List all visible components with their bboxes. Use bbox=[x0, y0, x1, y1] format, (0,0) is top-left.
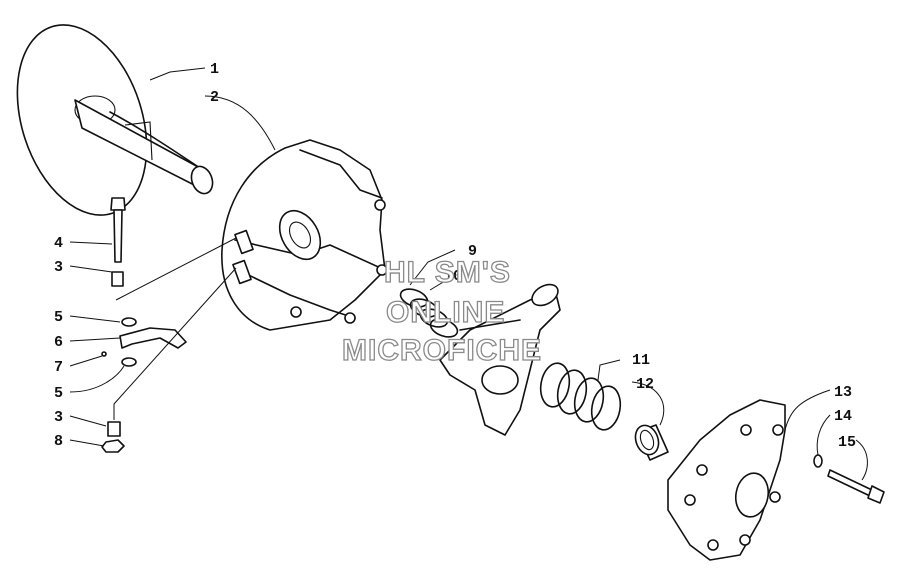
part-5-washer-lower bbox=[121, 357, 137, 367]
watermark-line-3: MICROFICHE bbox=[342, 334, 542, 367]
part-3-bushing-upper bbox=[111, 271, 124, 287]
spider-assembly bbox=[439, 283, 561, 436]
callout-14: 14 bbox=[834, 408, 852, 425]
callout-6: 6 bbox=[54, 334, 63, 351]
watermark: HL SM'S ONLINE MICROFICHE bbox=[341, 255, 542, 367]
callout-15: 15 bbox=[838, 434, 856, 451]
part-3-bushing-lower bbox=[107, 421, 121, 437]
watermark-line-1: HL SM'S bbox=[384, 256, 511, 289]
callout-5-lower: 5 bbox=[54, 385, 63, 402]
part-6-roller-arm bbox=[119, 327, 187, 349]
part-13-cover-plate bbox=[667, 399, 786, 561]
part-11-spring bbox=[539, 362, 622, 431]
callout-labels: 1 2 4 3 5 6 7 5 3 8 9 10 11 12 13 14 15 bbox=[54, 61, 856, 451]
callout-9: 9 bbox=[468, 243, 477, 260]
callout-5-upper: 5 bbox=[54, 309, 63, 326]
part-2-movable-sheave bbox=[221, 139, 388, 331]
part-1-fixed-sheave bbox=[16, 24, 214, 216]
callout-3-upper: 3 bbox=[54, 259, 63, 276]
callout-11: 11 bbox=[632, 352, 650, 369]
callout-4: 4 bbox=[54, 235, 63, 252]
watermark-line-2: ONLINE bbox=[386, 296, 505, 329]
callout-7: 7 bbox=[54, 359, 63, 376]
part-4-bolt bbox=[110, 197, 126, 263]
part-7-pin bbox=[101, 351, 107, 357]
callout-10: 10 bbox=[444, 268, 462, 285]
callout-12: 12 bbox=[636, 376, 654, 393]
part-9-10-springs bbox=[399, 288, 459, 338]
callout-1: 1 bbox=[210, 61, 219, 78]
part-8-nut bbox=[101, 439, 125, 453]
part-5-washer-upper bbox=[121, 317, 137, 327]
callout-2: 2 bbox=[210, 89, 219, 106]
part-14-washer bbox=[813, 454, 823, 468]
callout-3-lower: 3 bbox=[54, 409, 63, 426]
callout-13: 13 bbox=[834, 384, 852, 401]
part-12-bushing bbox=[634, 424, 669, 461]
part-15-bolt bbox=[827, 469, 885, 504]
callout-8: 8 bbox=[54, 433, 63, 450]
leader-lines bbox=[69, 67, 868, 481]
